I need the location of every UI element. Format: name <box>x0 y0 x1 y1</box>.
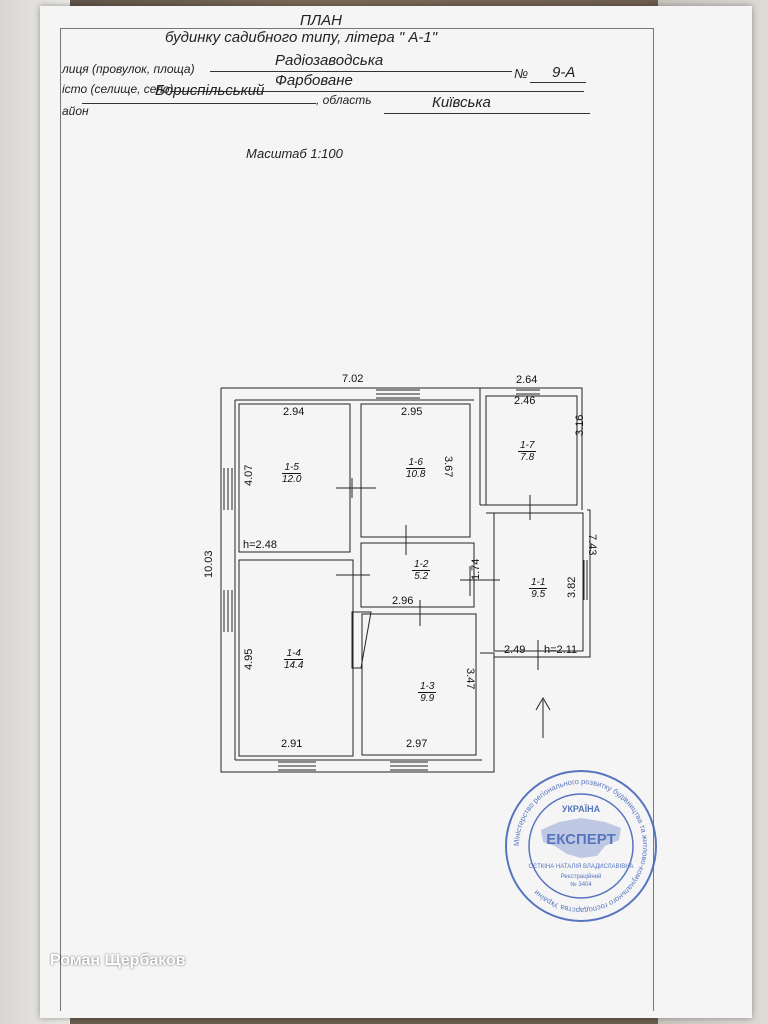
window-left-2 <box>223 590 233 632</box>
dim-room-1-2-width: 2.96 <box>392 595 414 607</box>
region-label: , область <box>316 93 372 107</box>
dim-room-1-2-height: 1.74 <box>470 558 482 580</box>
room-area: 7.8 <box>520 452 535 463</box>
dim-annex-height: 7.43 <box>586 534 598 556</box>
window-bottom-1 <box>278 761 316 771</box>
room-label-1-1: 1-1 9.5 <box>529 577 548 600</box>
settlement-label: істо (селище, село) <box>62 82 174 96</box>
room-number: 1-3 <box>418 681 437 693</box>
district-underline <box>82 103 316 104</box>
outer-wall <box>220 387 495 773</box>
number-underline <box>530 82 586 83</box>
entrance-arrowhead <box>535 697 551 711</box>
window-annex-right <box>583 560 588 600</box>
room-number: 1-4 <box>284 648 304 660</box>
outer-wall-inner <box>234 399 482 761</box>
dim-room-1-7-width: 2.46 <box>514 395 536 407</box>
region-value: Київська <box>432 94 491 111</box>
window-top <box>376 389 420 399</box>
street-label: лиця (провулок, площа) <box>62 62 195 76</box>
document-title: ПЛАН <box>300 12 342 29</box>
stamp-center: ЕКСПЕРТ <box>546 831 616 848</box>
dim-room-1-4-width: 2.91 <box>281 738 303 750</box>
room-area: 9.9 <box>420 693 435 704</box>
annex-inner <box>485 395 578 506</box>
settlement-value: Фарбоване <box>275 72 353 89</box>
room-label-1-6: 1-6 10.8 <box>406 457 426 480</box>
dim-room-1-3-height: 3.47 <box>464 668 476 690</box>
dim-room-1-6-height: 3.67 <box>442 456 454 478</box>
room-number: 1-1 <box>529 577 548 589</box>
district-value: Бориспільський <box>155 82 265 99</box>
room-area: 9.5 <box>531 589 546 600</box>
expert-stamp: Міністерство регіонального розвитку буді… <box>505 770 657 922</box>
stamp-country: УКРАЇНА <box>562 804 601 814</box>
dim-room-1-6-width: 2.95 <box>401 406 423 418</box>
stamp-name: СЄТКІНА НАТАЛІЯ ВЛАДИСЛАВІВНА <box>528 864 633 870</box>
room-label-1-5: 1-5 12.0 <box>282 462 302 485</box>
dim-room-1-5-height: 4.07 <box>243 464 255 486</box>
page-frame <box>60 28 654 1011</box>
dim-room-1-5-width: 2.94 <box>283 406 305 418</box>
room-label-1-4: 1-4 14.4 <box>284 648 304 671</box>
room-area: 12.0 <box>282 474 302 485</box>
room-number: 1-5 <box>282 462 302 474</box>
room-number: 1-6 <box>406 457 426 469</box>
room-label-1-7: 1-7 7.8 <box>518 440 537 463</box>
photo-caption: Роман Щербаков <box>50 952 186 969</box>
room-area: 10.8 <box>406 469 426 480</box>
scale-label: Масштаб 1:100 <box>246 146 343 161</box>
room-1-4-wall <box>238 559 354 757</box>
window-annex-top <box>516 389 540 395</box>
dim-room-1-7-height: 3.16 <box>574 414 586 436</box>
annex-room-1-1 <box>486 512 584 652</box>
dim-room-1-1-height: 3.82 <box>566 576 578 598</box>
room-number: 1-2 <box>412 559 431 571</box>
window-bottom-2 <box>390 761 428 771</box>
annex-wall <box>480 387 591 658</box>
room-label-1-2: 1-2 5.2 <box>412 559 431 582</box>
room-label-1-3: 1-3 9.9 <box>418 681 437 704</box>
number-label: № <box>514 66 529 81</box>
dim-room-1-3-width: 2.97 <box>406 738 428 750</box>
dim-room-1-4-height: 4.95 <box>243 648 255 670</box>
dim-room-1-1-width: 2.49 <box>504 644 526 656</box>
district-label: айон <box>62 104 89 118</box>
ukraine-map-icon <box>541 818 621 858</box>
street-underline <box>210 71 512 72</box>
room-1-3-wall <box>361 613 477 756</box>
number-value: 9-А <box>552 64 576 81</box>
dim-annex-width: 2.64 <box>516 374 538 386</box>
room-1-5-wall <box>238 403 351 553</box>
window-left-1 <box>223 468 233 510</box>
room-1-5-height-note: h=2.48 <box>243 539 277 551</box>
region-underline <box>384 113 590 114</box>
room-area: 14.4 <box>284 660 304 671</box>
stair-element <box>351 611 372 669</box>
room-area: 5.2 <box>414 571 429 582</box>
stamp-reg-no: № 3404 <box>570 881 592 888</box>
room-number: 1-7 <box>518 440 537 452</box>
dim-overall-height: 10.03 <box>203 550 215 578</box>
room-1-1-height-note: h=2.11 <box>544 644 578 656</box>
dim-overall-width: 7.02 <box>342 373 364 385</box>
stamp-reg-label: Реєстраційний <box>561 873 602 880</box>
settlement-underline <box>170 91 584 92</box>
room-1-6-wall <box>360 403 471 538</box>
street-value: Радіозаводська <box>275 52 384 69</box>
document-subtitle: будинку садибного типу, літера " А-1" <box>165 29 438 46</box>
